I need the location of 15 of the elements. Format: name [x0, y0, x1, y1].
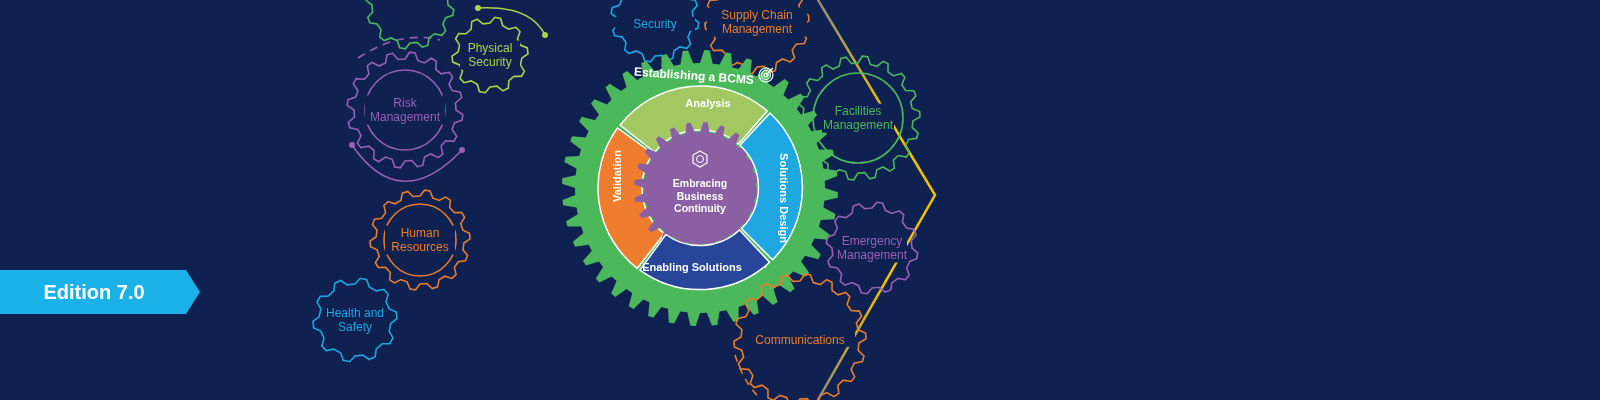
center-label: Embracing Business Continuity	[671, 177, 729, 215]
edition-banner: Edition 7.0	[0, 270, 200, 314]
gear-label: Physical Security	[460, 40, 520, 70]
gear-label: Security	[615, 16, 695, 32]
segment-label: Solutions Design	[776, 153, 790, 243]
gear-label: Emergency Management	[837, 233, 907, 263]
gear-label: Health and Safety	[325, 305, 385, 335]
gear-label: Risk Management	[365, 95, 445, 125]
gear-label: Supply Chain Management	[707, 7, 807, 37]
segment-label: Analysis	[685, 97, 731, 111]
gear-label: Facilities Management	[822, 103, 894, 133]
gear-title: Establishing a BCMS	[633, 64, 755, 88]
segment-label: Enabling Solutions	[642, 261, 742, 275]
segment-label: Validation	[611, 150, 625, 202]
gear-label: Human Resources	[385, 225, 455, 255]
